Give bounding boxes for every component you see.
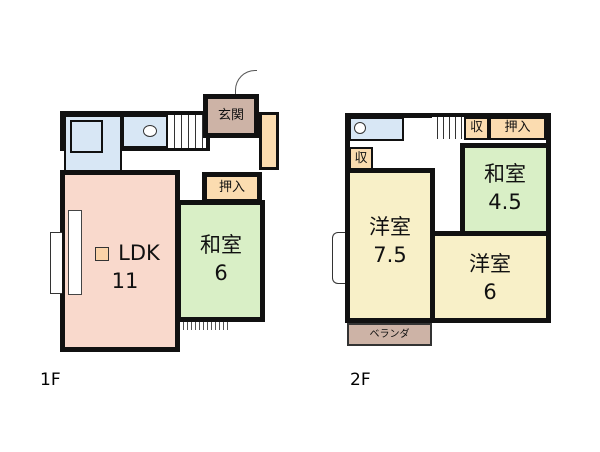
storage-2f-a-label: 収 — [469, 120, 483, 136]
washitsu-1f-label: 和室 — [200, 233, 242, 258]
shoe-storage — [259, 112, 279, 170]
storage-2f-a: 収 — [464, 117, 489, 140]
stairs-1f — [168, 115, 206, 148]
washitsu-1f: 和室 6 — [176, 200, 265, 322]
veranda-label: ベランダ — [369, 329, 410, 340]
oshiire-1f-label: 押入 — [218, 179, 245, 195]
washitsu-2f-size: 4.5 — [488, 190, 522, 215]
genkan: 玄関 — [203, 94, 259, 138]
bay-window-2f — [332, 232, 345, 284]
bay-window-1f — [50, 232, 62, 294]
washitsu-2f: 和室 4.5 — [460, 143, 551, 236]
floor-label-1f: 1F — [40, 370, 61, 390]
entrance-door[interactable] — [235, 70, 257, 94]
floor-label-2f: 2F — [350, 370, 371, 390]
toilet-icon — [143, 125, 157, 137]
yoshitsu-b-size: 6 — [483, 280, 497, 305]
room-marker-icon — [95, 247, 109, 261]
toilet-icon — [354, 122, 366, 134]
bathtub-icon — [70, 120, 103, 153]
yoshitsu-b-label: 洋室 — [469, 252, 511, 277]
oshiire-2f: 押入 — [489, 117, 546, 140]
veranda: ベランダ — [347, 323, 432, 346]
yoshitsu-a-label: 洋室 — [369, 215, 411, 240]
ldk-label: LDK — [118, 241, 160, 266]
oshiire-2f-label: 押入 — [504, 120, 531, 136]
storage-2f-b-label: 収 — [354, 150, 368, 166]
yoshitsu-a-size: 7.5 — [373, 243, 407, 268]
genkan-label: 玄関 — [217, 107, 244, 123]
ldk-room: LDK 11 — [60, 170, 180, 352]
yoshitsu-2f-a: 洋室 7.5 — [345, 168, 435, 323]
yoshitsu-2f-b: 洋室 6 — [430, 231, 551, 323]
engawa — [180, 322, 230, 330]
stairs-2f — [432, 117, 464, 139]
kitchen-counter — [68, 210, 82, 295]
ldk-size: 11 — [111, 269, 139, 294]
washitsu-1f-size: 6 — [214, 261, 228, 286]
washitsu-2f-label: 和室 — [484, 162, 526, 187]
